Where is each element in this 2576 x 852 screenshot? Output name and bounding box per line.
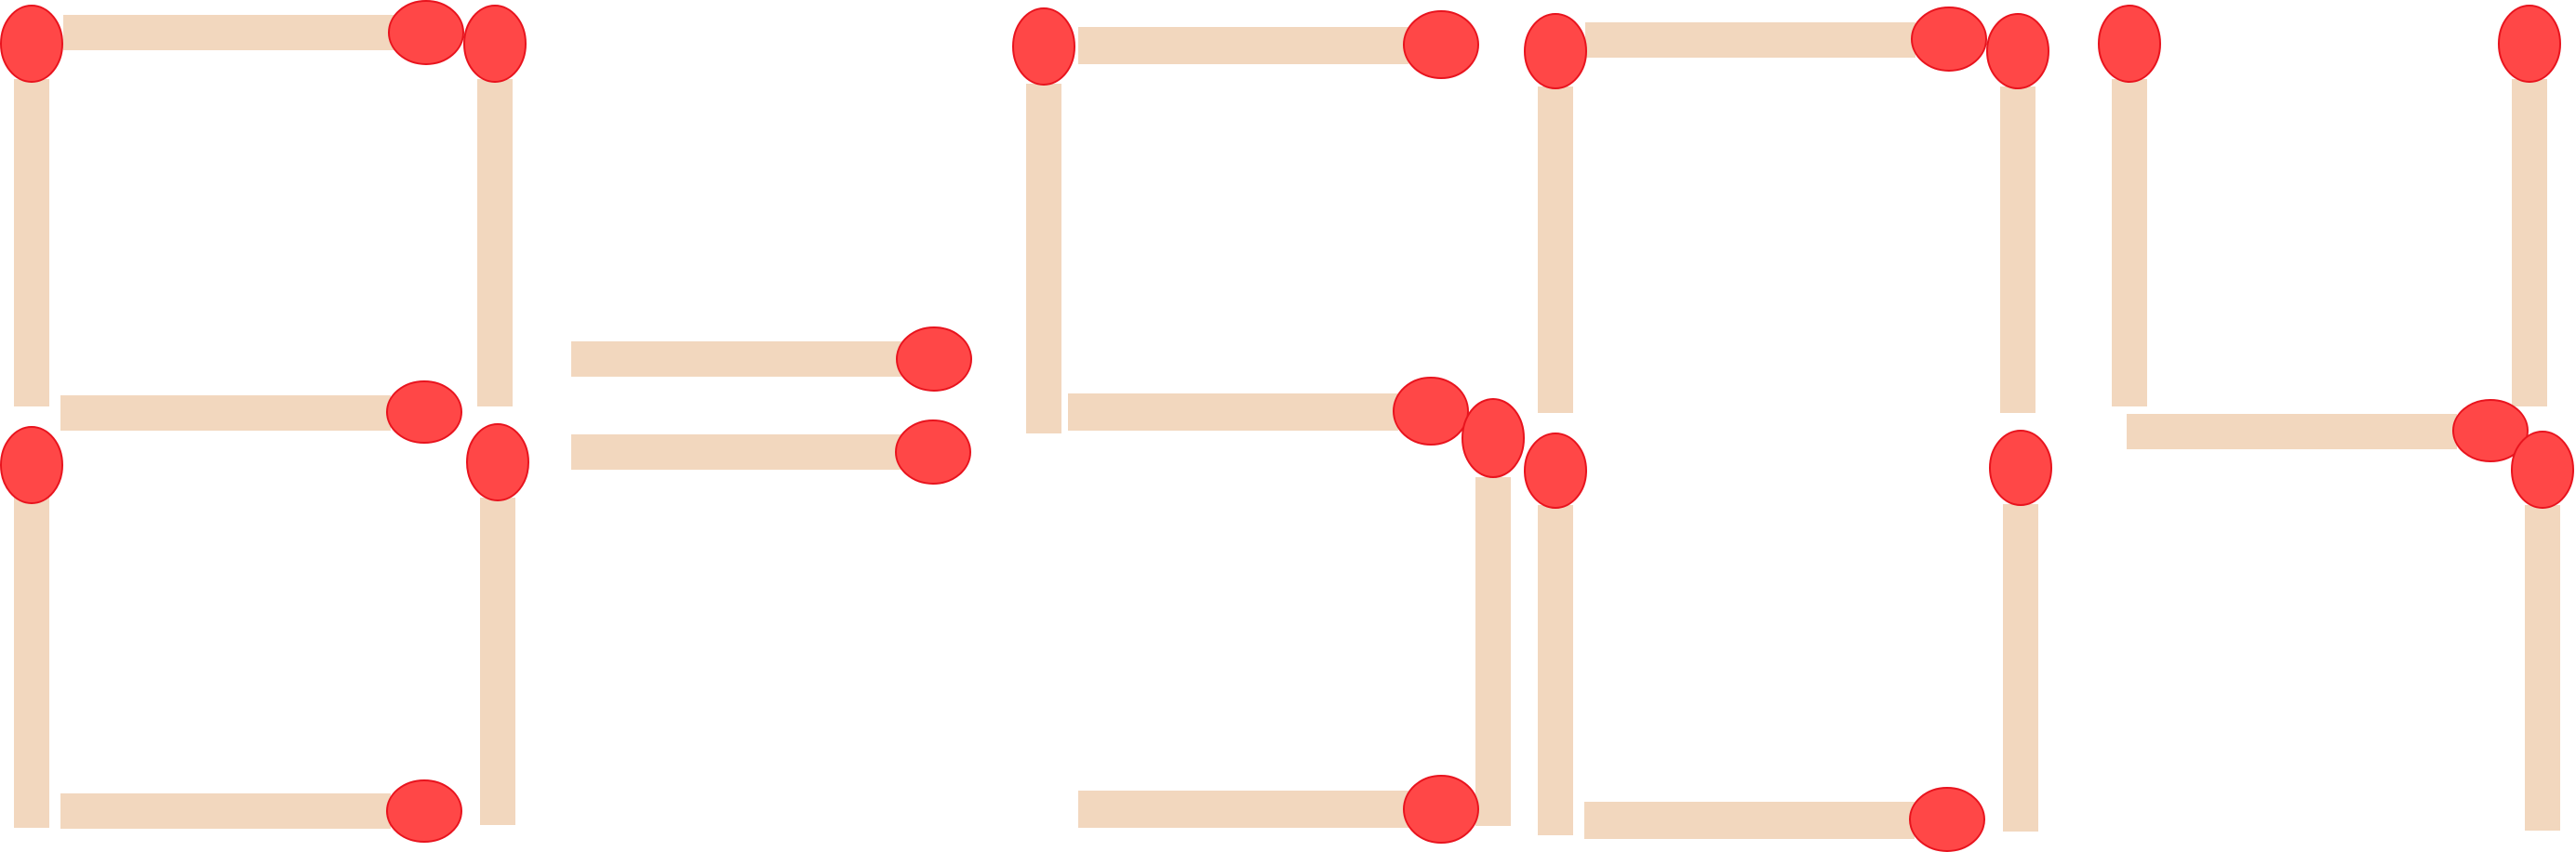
match-8-upper-right[interactable] [463, 5, 527, 406]
match-8-top[interactable] [63, 0, 464, 65]
match-8-lower-left[interactable] [0, 426, 63, 828]
match-5-middle[interactable] [1068, 377, 1469, 446]
digit-5 [1012, 7, 1525, 844]
match-0-lower-left[interactable] [1524, 433, 1587, 835]
match-4-upper-left[interactable] [2098, 5, 2161, 406]
match-5-top[interactable] [1078, 10, 1479, 79]
match-4-lower-right[interactable] [2511, 431, 2574, 831]
match-4-middle[interactable] [2127, 399, 2529, 462]
match-4-upper-right[interactable] [2498, 5, 2561, 406]
match-equals-lower[interactable] [571, 419, 971, 485]
match-8-upper-left[interactable] [0, 5, 63, 406]
match-5-bottom[interactable] [1078, 775, 1479, 844]
digit-8 [0, 0, 529, 843]
match-0-lower-right[interactable] [1989, 430, 2052, 832]
digit-4 [2098, 5, 2574, 831]
match-8-middle[interactable] [60, 380, 462, 444]
match-0-bottom[interactable] [1584, 787, 1985, 852]
match-0-top[interactable] [1585, 7, 1987, 72]
match-equals-upper[interactable] [571, 326, 972, 392]
match-0-upper-left[interactable] [1524, 13, 1587, 413]
match-5-lower-right[interactable] [1462, 398, 1525, 826]
match-0-upper-right[interactable] [1986, 13, 2049, 413]
match-5-upper-left[interactable] [1012, 7, 1075, 433]
match-8-bottom[interactable] [60, 779, 462, 843]
match-8-lower-right[interactable] [466, 423, 529, 825]
equals-sign [571, 326, 972, 485]
digit-0 [1524, 7, 2052, 852]
